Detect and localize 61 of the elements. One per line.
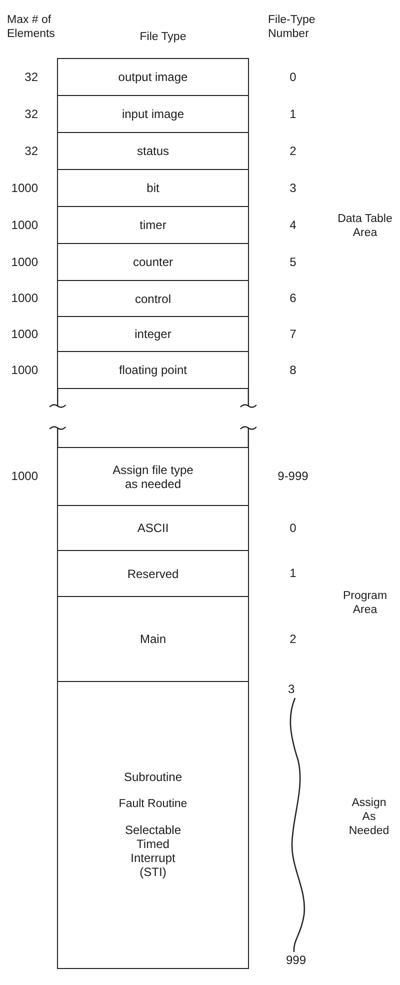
- file-type-name: counter: [132, 255, 174, 269]
- file-type-name: ASCII: [137, 521, 169, 535]
- file-type-number: 6: [288, 291, 298, 305]
- element-count: 1000: [11, 254, 38, 268]
- element-count: 32: [24, 106, 38, 120]
- range-end-number: 999: [286, 953, 306, 967]
- element-count: 1000: [11, 469, 38, 483]
- file-type-number: 3: [288, 180, 298, 194]
- file-row: [57, 550, 249, 597]
- file-type-name: Fault Routine: [118, 797, 188, 811]
- file-row: [57, 681, 249, 969]
- file-row: [57, 505, 249, 551]
- file-type-number: 5: [288, 254, 298, 268]
- file-row: [57, 206, 249, 244]
- file-type-number: 8: [288, 362, 298, 376]
- element-count: 1000: [11, 218, 38, 232]
- file-row: [57, 280, 249, 317]
- file-type-number: 2: [288, 632, 298, 646]
- file-type-number: 2: [288, 144, 298, 158]
- file-type-name: timer: [140, 218, 166, 232]
- file-type-name: Selectable Timed Interrupt (STI): [124, 823, 182, 879]
- file-type-name: bit: [146, 181, 160, 195]
- file-type-number: 4: [288, 218, 298, 232]
- file-type-name: floating point: [118, 363, 188, 377]
- area-label: Assign As Needed: [348, 796, 390, 838]
- file-type-name: status: [136, 144, 169, 158]
- file-type-name: Reserved: [127, 566, 179, 580]
- file-row: [57, 132, 249, 170]
- column-header: File-Type Number: [268, 13, 316, 41]
- file-type-number: 0: [288, 520, 298, 534]
- area-label: Program Area: [342, 589, 388, 617]
- file-type-name: Main: [140, 632, 166, 646]
- file-row: [57, 316, 249, 352]
- column-header: Max # of Elements: [7, 13, 56, 41]
- file-type-name: integer: [134, 327, 172, 341]
- file-row: [57, 596, 249, 682]
- file-row: [57, 243, 249, 281]
- file-type-name: input image: [122, 107, 184, 121]
- element-count: 1000: [11, 362, 38, 376]
- element-count: 1000: [11, 291, 38, 305]
- area-label: Data Table Area: [336, 212, 394, 240]
- file-row: [57, 95, 249, 133]
- file-type-name: Subroutine: [124, 770, 182, 784]
- file-row: [57, 447, 249, 506]
- file-type-name: control: [134, 292, 172, 306]
- file-type-number: 1: [288, 566, 298, 580]
- file-type-name: output image: [118, 70, 188, 84]
- file-type-number: 9-999: [276, 469, 310, 483]
- file-row: [57, 58, 249, 96]
- file-type-number: 7: [288, 326, 298, 340]
- element-count: 32: [24, 70, 38, 84]
- file-row: [57, 169, 249, 207]
- file-row: [57, 351, 249, 389]
- file-type-number: 1: [288, 106, 298, 120]
- element-count: 1000: [11, 326, 38, 340]
- range-start-number: 3: [288, 682, 295, 696]
- file-type-number: 0: [288, 70, 298, 84]
- element-count: 1000: [11, 180, 38, 194]
- file-type-name: Assign file type as needed: [112, 462, 194, 490]
- column-header: File Type: [138, 30, 188, 44]
- element-count: 32: [24, 144, 38, 158]
